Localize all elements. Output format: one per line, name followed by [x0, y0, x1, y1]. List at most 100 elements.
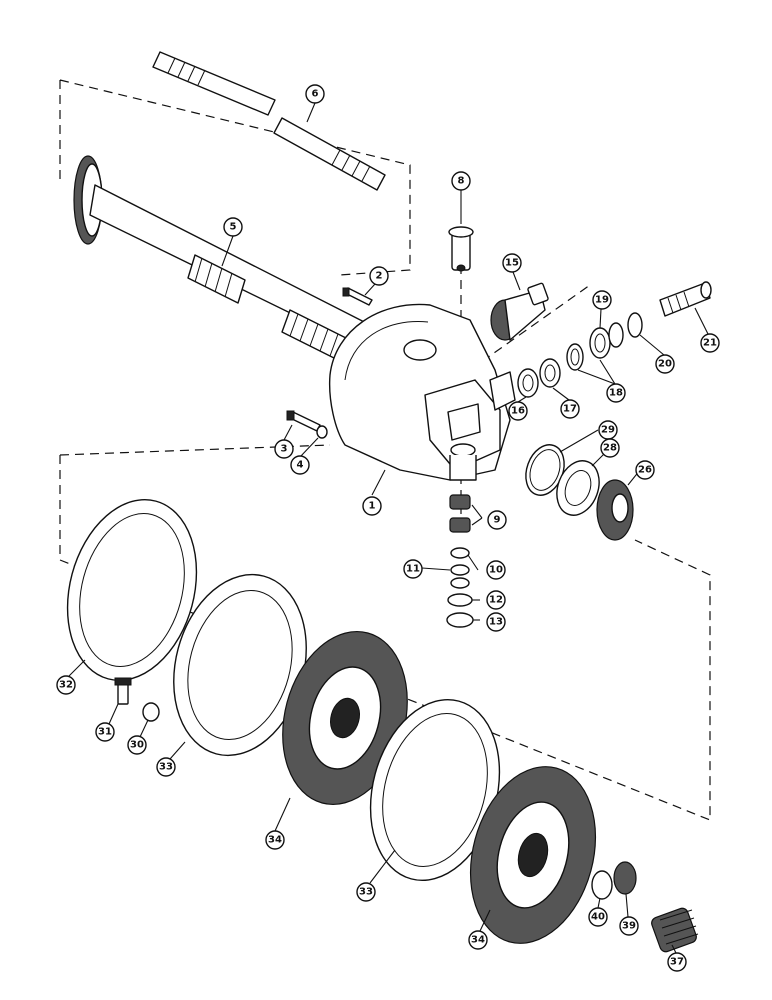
callout-28: 28 — [600, 438, 620, 458]
part-28-bearing — [556, 460, 600, 516]
leader-39 — [625, 893, 629, 918]
part-1-housing — [328, 303, 516, 481]
callout-13: 13 — [486, 612, 506, 632]
callout-20: 20 — [655, 354, 675, 374]
leader-10 — [467, 554, 479, 571]
part-39-gear — [613, 861, 637, 895]
part-4-washer — [316, 425, 328, 439]
part-18-shims — [566, 343, 584, 371]
leader-32 — [68, 659, 86, 677]
svg-text:32: 32 — [59, 680, 73, 691]
svg-text:31: 31 — [98, 727, 112, 738]
leader-5 — [221, 235, 234, 267]
svg-text:15: 15 — [505, 258, 519, 269]
callout-19: 19 — [592, 290, 612, 310]
svg-text:34: 34 — [268, 835, 282, 846]
svg-text:1: 1 — [369, 501, 376, 512]
part-21-shaft — [659, 281, 712, 317]
callout-9: 9 — [487, 510, 507, 530]
leader-9 — [471, 504, 483, 526]
svg-text:16: 16 — [511, 406, 525, 417]
part-8-pin — [448, 226, 474, 272]
leader-37 — [671, 944, 677, 954]
callout-1: 1 — [362, 496, 382, 516]
callout-8: 8 — [451, 171, 471, 191]
callout-33-lower: 33 — [356, 882, 376, 902]
callout-17: 17 — [560, 399, 580, 419]
svg-text:11: 11 — [406, 564, 420, 575]
part-17-bearing — [539, 358, 561, 388]
svg-text:28: 28 — [603, 443, 617, 454]
part-26-gear — [596, 479, 634, 541]
leader-21 — [694, 307, 709, 335]
svg-text:5: 5 — [230, 222, 237, 233]
svg-text:9: 9 — [494, 515, 501, 526]
leader-33a — [169, 741, 186, 760]
callout-26: 26 — [635, 460, 655, 480]
svg-text:20: 20 — [658, 359, 672, 370]
leader-20 — [639, 334, 665, 356]
svg-text:13: 13 — [489, 617, 503, 628]
svg-text:12: 12 — [489, 595, 503, 606]
svg-text:21: 21 — [703, 338, 717, 349]
part-3-bolt — [286, 410, 321, 432]
leader-16 — [517, 396, 527, 403]
part-9-bearings — [449, 494, 471, 533]
part-19-washer — [589, 327, 611, 359]
svg-text:39: 39 — [622, 921, 636, 932]
svg-text:33: 33 — [159, 762, 173, 773]
svg-text:17: 17 — [563, 404, 577, 415]
callout-40: 40 — [588, 907, 608, 927]
callout-15: 15 — [502, 253, 522, 273]
callout-4: 4 — [290, 455, 310, 475]
leader-4 — [299, 437, 319, 458]
callout-18: 18 — [606, 383, 626, 403]
svg-text:33: 33 — [359, 887, 373, 898]
callout-33-upper: 33 — [156, 757, 176, 777]
leader-11 — [421, 567, 451, 571]
part-15-pinion-gear — [490, 282, 549, 341]
callout-21: 21 — [700, 333, 720, 353]
svg-text:30: 30 — [130, 740, 144, 751]
part-31-bolt — [114, 677, 132, 705]
part-34-disc-lower — [469, 766, 597, 944]
callout-6: 6 — [305, 84, 325, 104]
callout-34-lower: 34 — [468, 930, 488, 950]
leader-3 — [283, 424, 293, 441]
svg-text:19: 19 — [595, 295, 609, 306]
part-11-washer — [450, 564, 470, 589]
callout-2: 2 — [369, 266, 389, 286]
part-40-bearing — [591, 870, 613, 900]
svg-text:18: 18 — [609, 388, 623, 399]
callout-10: 10 — [486, 560, 506, 580]
leader-6 — [306, 102, 316, 123]
callout-11: 11 — [403, 559, 423, 579]
leader-19 — [599, 308, 602, 329]
part-13-ring — [446, 612, 474, 628]
svg-text:2: 2 — [376, 271, 383, 282]
part-32-plate — [66, 498, 198, 682]
callout-37: 37 — [667, 952, 687, 972]
part-12-washer — [447, 593, 473, 607]
svg-text:8: 8 — [458, 176, 465, 187]
leader-15 — [512, 271, 521, 291]
leader-29 — [559, 429, 599, 453]
leader-30 — [139, 719, 149, 738]
svg-text:10: 10 — [489, 565, 503, 576]
part-5-gear-shaft — [73, 155, 381, 363]
part-10-washer — [450, 547, 470, 559]
svg-text:40: 40 — [591, 912, 605, 923]
part-6-shaft — [152, 51, 386, 191]
svg-text:26: 26 — [638, 465, 652, 476]
callout-29: 29 — [598, 420, 618, 440]
callout-34-upper: 34 — [265, 830, 285, 850]
callout-3: 3 — [274, 439, 294, 459]
callout-5: 5 — [223, 217, 243, 237]
leader-2 — [364, 283, 376, 296]
svg-text:4: 4 — [297, 460, 304, 471]
part-34-disc-upper — [282, 630, 408, 806]
leader-34b — [479, 909, 491, 932]
leader-18 — [577, 359, 616, 385]
leader-34a — [274, 797, 291, 832]
